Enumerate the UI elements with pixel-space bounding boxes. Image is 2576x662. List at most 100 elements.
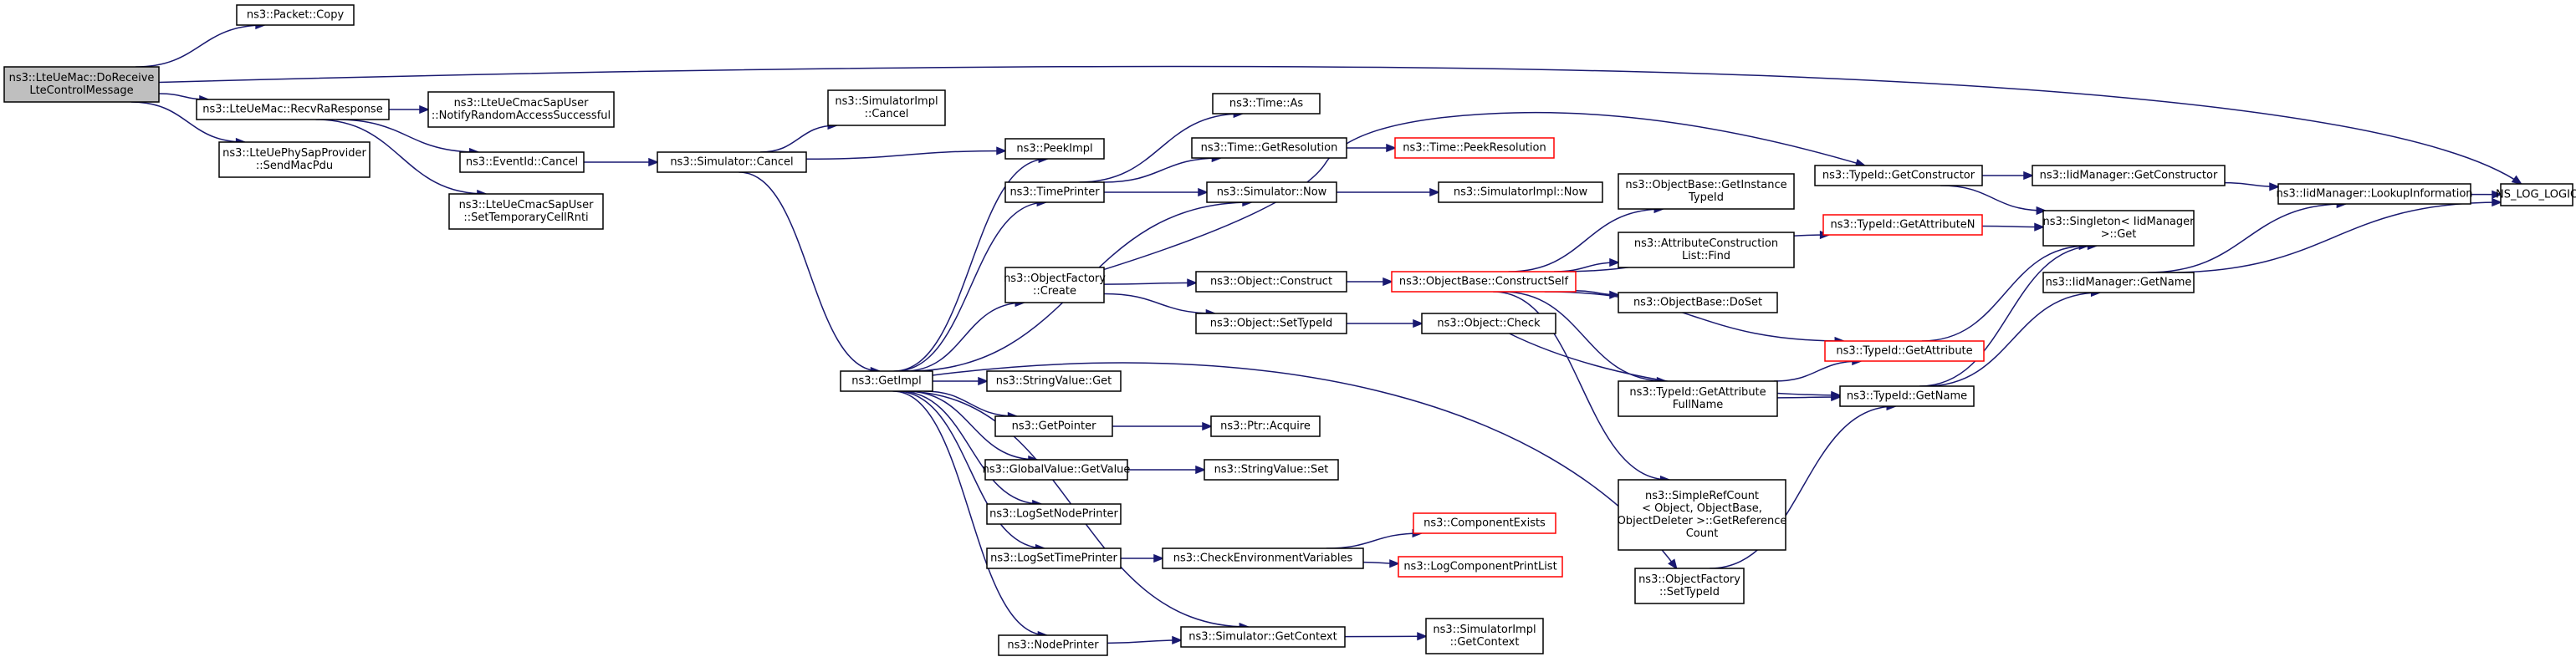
node-time-as[interactable]: ns3::Time::As (1212, 93, 1321, 115)
call-edge-iidmanager_lookupinfo-to-ns_log_logic (2470, 190, 2503, 199)
node-simplerefcount[interactable]: ns3::SimpleRefCount< Object, ObjectBase,… (1618, 479, 1787, 551)
node-box (1822, 214, 1983, 236)
edge-line (739, 171, 880, 372)
node-recv-ra-response[interactable]: ns3::LteUeMac::RecvRaResponse (196, 99, 390, 120)
node-iidmanager-getconstructor[interactable]: ns3::IidManager::GetConstructor (2032, 165, 2226, 186)
node-stringvalue-set[interactable]: ns3::StringValue::Set (1204, 459, 1339, 481)
node-iidmanager-lookupinfo[interactable]: ns3::IidManager::LookupInformation (2276, 183, 2473, 205)
node-getimpl[interactable]: ns3::GetImpl (840, 370, 933, 392)
node-label: LteControlMessage (29, 84, 133, 97)
arrowhead-icon (1195, 465, 1207, 475)
arrowhead-icon (1389, 559, 1401, 568)
edge-line (1773, 360, 1862, 382)
edge-line (1925, 292, 2100, 387)
arrowhead-icon (1609, 257, 1621, 267)
node-notify-ra[interactable]: ns3::LteUeCmacSapUser::NotifyRandomAcces… (427, 91, 615, 128)
call-edge-objfactory_create-to-object_construct (1103, 278, 1199, 288)
node-send-mac-pdu[interactable]: ns3::LteUePhySapProvider::SendMacPdu (218, 141, 371, 178)
node-box (1618, 173, 1795, 210)
node-nodeprinter[interactable]: ns3::NodePrinter (998, 634, 1108, 656)
call-edge-getimpl-to-stringvalue_get (933, 376, 989, 386)
node-singleton-get[interactable]: ns3::Singleton< IidManager>::Get (2042, 210, 2195, 247)
node-iidmanager-getname[interactable]: ns3::IidManager::GetName (2042, 272, 2195, 293)
node-packet-copy[interactable]: ns3::Packet::Copy (236, 4, 355, 26)
node-box (1210, 415, 1321, 437)
call-edge-simulator_getcontext-to-simimpl_getcontext (1344, 632, 1429, 641)
edge-line (1981, 225, 2044, 228)
node-objfactory-settypeid[interactable]: ns3::ObjectFactory::SetTypeId (1634, 568, 1745, 604)
node-simimpl-now[interactable]: ns3::SimulatorImpl::Now (1438, 181, 1603, 203)
call-edge-logsettimeprinter-to-checkenv (1121, 553, 1165, 563)
edge-line (923, 390, 1017, 417)
node-simimpl-getcontext[interactable]: ns3::SimulatorImpl::GetContext (1425, 618, 1544, 654)
node-typeid-getattribute[interactable]: ns3::TypeId::GetAttribute (1824, 340, 1985, 362)
node-ns-log-logic[interactable]: NS_LOG_LOGIC (2496, 183, 2576, 206)
edge-line (1107, 639, 1182, 644)
node-label: ns3::LteUeCmacSapUser (459, 199, 595, 211)
node-stringvalue-get[interactable]: ns3::StringValue::Get (986, 370, 1122, 392)
node-object-check[interactable]: ns3::Object::Check (1421, 313, 1556, 334)
node-box (448, 193, 604, 230)
node-objfactory-create[interactable]: ns3::ObjectFactory::Create (1004, 267, 1106, 303)
node-objbase-doset[interactable]: ns3::ObjectBase::DoSet (1618, 292, 1778, 313)
node-label: NS_LOG_LOGIC (2496, 189, 2576, 201)
node-logsetnodeprinter[interactable]: ns3::LogSetNodePrinter (986, 503, 1122, 525)
node-getpointer[interactable]: ns3::GetPointer (994, 415, 1113, 437)
node-typeid-getconstructor[interactable]: ns3::TypeId::GetConstructor (1814, 165, 1983, 186)
node-simulator-now[interactable]: ns3::Simulator::Now (1206, 181, 1337, 203)
node-globalvalue-getvalue[interactable]: ns3::GlobalValue::GetValue (983, 459, 1131, 481)
node-label: ns3::SimulatorImpl (835, 95, 938, 108)
node-label: ns3::TypeId::GetAttribute (1629, 386, 1766, 399)
node-box (2500, 183, 2573, 206)
node-simimpl-cancel[interactable]: ns3::SimulatorImpl::Cancel (827, 89, 946, 126)
node-eventid-cancel[interactable]: ns3::EventId::Cancel (459, 151, 585, 173)
node-typeid-getname[interactable]: ns3::TypeId::GetName (1839, 385, 1975, 407)
edge-line (899, 390, 1041, 505)
call-edge-simulator_cancel-to-peekimpl (805, 146, 1008, 160)
node-objbase-constructself[interactable]: ns3::ObjectBase::ConstructSelf (1391, 271, 1577, 293)
edge-line (2166, 201, 2502, 273)
node-simulator-getcontext[interactable]: ns3::Simulator::GetContext (1180, 626, 1346, 648)
node-box (1004, 267, 1105, 303)
node-typeid-getattributen[interactable]: ns3::TypeId::GetAttributeN (1822, 214, 1983, 236)
node-box (1438, 181, 1603, 203)
call-edge-typeid_getconstructor-to-iidmanager_getconstructor (1981, 171, 2035, 181)
node-object-settypeid[interactable]: ns3::Object::SetTypeId (1195, 313, 1347, 334)
arrowhead-icon (1831, 392, 1843, 402)
node-label: ns3::Simulator::Cancel (670, 156, 793, 169)
node-label: ns3::TypeId::GetConstructor (1822, 170, 1975, 182)
node-label: ns3::TimePrinter (1009, 186, 1100, 199)
edge-line (1103, 157, 1221, 183)
call-edge-recv_ra_response-to-notify_ra (389, 104, 431, 115)
edge-line (1103, 111, 1865, 271)
node-peekimpl[interactable]: ns3::PeekImpl (1004, 138, 1105, 160)
node-label: ::Cancel (865, 108, 909, 120)
edge-line (1103, 282, 1197, 285)
node-ptr-acquire[interactable]: ns3::Ptr::Acquire (1210, 415, 1321, 437)
call-edge-nodeprinter-to-simulator_getcontext (1107, 635, 1183, 645)
call-edge-typeid_getattrfullname-to-typeid_getname (1776, 392, 1843, 402)
node-checkenv[interactable]: ns3::CheckEnvironmentVariables (1162, 547, 1364, 569)
node-logcomponentprintlist[interactable]: ns3::LogComponentPrintList (1398, 556, 1563, 578)
node-logsettimeprinter[interactable]: ns3::LogSetTimePrinter (986, 547, 1122, 569)
node-timeprinter[interactable]: ns3::TimePrinter (1004, 181, 1105, 203)
node-label: ns3::Object::Check (1437, 318, 1541, 330)
node-peekresolution[interactable]: ns3::Time::PeekResolution (1394, 137, 1555, 159)
node-label: ns3::PeekImpl (1016, 143, 1092, 155)
node-componentexists[interactable]: ns3::ComponentExists (1413, 512, 1556, 534)
node-set-temp-rnti[interactable]: ns3::LteUeCmacSapUser::SetTemporaryCellR… (448, 193, 604, 230)
node-object-construct[interactable]: ns3::Object::Construct (1195, 271, 1347, 293)
edge-line (1940, 185, 2046, 211)
node-getresolution[interactable]: ns3::Time::GetResolution (1191, 137, 1347, 159)
call-edge-eventid_cancel-to-simulator_cancel (583, 157, 660, 167)
node-box (1394, 137, 1555, 159)
node-simulator-cancel[interactable]: ns3::Simulator::Cancel (657, 151, 807, 173)
node-label: ::SetTypeId (1659, 586, 1720, 598)
edge-line (1710, 405, 1896, 569)
node-label: ns3::Time::As (1229, 98, 1304, 110)
call-edge-getimpl-to-objfactory_settypeid (932, 362, 1678, 570)
call-edge-iidmanager_getname-to-ns_log_logic (2166, 197, 2503, 273)
